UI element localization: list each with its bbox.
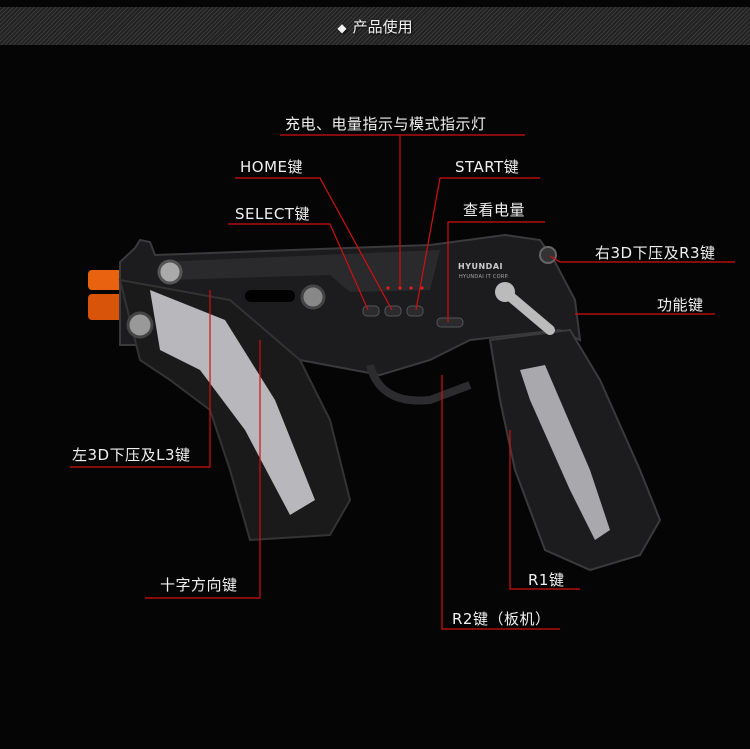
section-title: 产品使用	[352, 18, 413, 36]
label-dpad: 十字方向键	[160, 576, 238, 594]
home-button	[384, 305, 402, 317]
label-start: START键	[455, 158, 520, 176]
label-r3: 右3D下压及R3键	[595, 244, 716, 262]
label-r1: R1键	[528, 571, 565, 589]
label-select: SELECT键	[235, 205, 310, 223]
leader-start	[415, 177, 540, 311]
leader-select	[228, 223, 369, 311]
led-4	[420, 286, 424, 290]
left-3d-joystick	[126, 311, 154, 339]
dpad	[300, 284, 326, 310]
led-2	[398, 286, 402, 290]
trigger-guard	[366, 363, 472, 405]
diamond-icon: ◆	[337, 21, 347, 35]
barrel-slot	[245, 290, 295, 302]
label-home: HOME键	[240, 158, 304, 176]
barrel-top-panel	[160, 250, 440, 292]
start-button	[406, 305, 424, 317]
led-1	[386, 286, 390, 290]
leader-dpad	[145, 340, 261, 599]
leader-r3	[549, 255, 735, 263]
label-battery: 查看电量	[463, 201, 526, 219]
led-3	[409, 286, 413, 290]
right-joystick	[539, 246, 557, 264]
leader-battery	[447, 221, 545, 322]
battery-button	[436, 317, 464, 328]
label-function: 功能键	[657, 296, 704, 314]
leader-indicator	[280, 134, 525, 287]
select-button	[362, 305, 380, 317]
label-l3: 左3D下压及L3键	[72, 446, 191, 464]
label-r2: R2键（板机）	[452, 610, 551, 628]
silver-grip-panel	[150, 290, 315, 515]
section-header: ◆ 产品使用	[0, 7, 750, 45]
leader-r1	[509, 430, 580, 590]
rear-silver-panel	[520, 365, 610, 540]
orange-tip-bottom	[88, 294, 128, 320]
leader-r2	[441, 375, 560, 630]
brand-subtitle: HYUNDAI IT CORP.	[459, 274, 510, 280]
leader-l3	[70, 290, 211, 468]
left-joystick	[157, 259, 183, 285]
brand-logo: HYUNDAI	[458, 262, 503, 271]
function-lever	[500, 287, 555, 335]
orange-tip-top	[88, 270, 128, 290]
label-indicator: 充电、电量指示与模式指示灯	[285, 115, 487, 133]
leader-home	[235, 177, 393, 311]
